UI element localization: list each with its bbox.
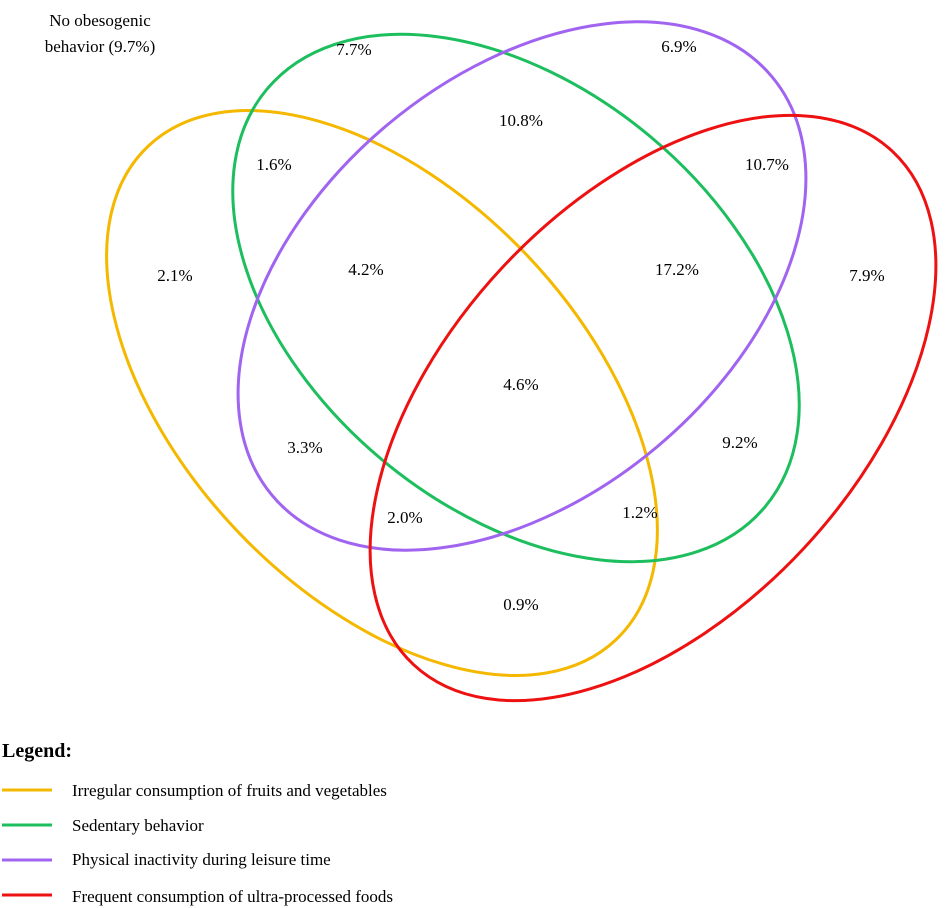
legend-label-inactivity: Physical inactivity during leisure time <box>72 850 331 869</box>
region-inactivity-only: 6.9% <box>661 37 696 56</box>
region-ultra-only: 7.9% <box>849 266 884 285</box>
region-fruits-inactivity-ultra: 2.0% <box>387 508 422 527</box>
region-sedentary-inactivity: 10.8% <box>499 111 543 130</box>
no-obesogenic-label: No obesogenic <box>49 11 151 30</box>
legend: Legend: Irregular consumption of fruits … <box>2 740 393 906</box>
region-fruits-sedentary: 1.6% <box>256 155 291 174</box>
region-fruits-only: 2.1% <box>157 266 192 285</box>
region-sedentary-inactivity-ultra: 17.2% <box>655 260 699 279</box>
legend-label-ultra-processed: Frequent consumption of ultra-processed … <box>72 887 393 906</box>
legend-title: Legend: <box>2 740 72 762</box>
legend-label-sedentary: Sedentary behavior <box>72 816 204 835</box>
set-ellipse-inactivity <box>236 20 808 552</box>
region-fruits-ultra: 0.9% <box>503 595 538 614</box>
region-all-four: 4.6% <box>503 375 538 394</box>
set-ellipse-fruits-vegetables <box>105 109 659 677</box>
region-fruits-sedentary-ultra: 1.2% <box>622 503 657 522</box>
set-ellipse-ultra-processed <box>368 113 938 703</box>
region-inactivity-ultra: 10.7% <box>745 155 789 174</box>
region-sedentary-only: 7.7% <box>336 40 371 59</box>
region-sedentary-ultra: 9.2% <box>722 433 757 452</box>
no-obesogenic-percentage-label: behavior (9.7%) <box>45 37 155 56</box>
legend-label-fruits-vegetables: Irregular consumption of fruits and vege… <box>72 781 387 800</box>
region-fruits-sedentary-inactivity: 4.2% <box>348 260 383 279</box>
region-fruits-inactivity: 3.3% <box>287 438 322 457</box>
set-ellipse-sedentary <box>231 32 801 564</box>
